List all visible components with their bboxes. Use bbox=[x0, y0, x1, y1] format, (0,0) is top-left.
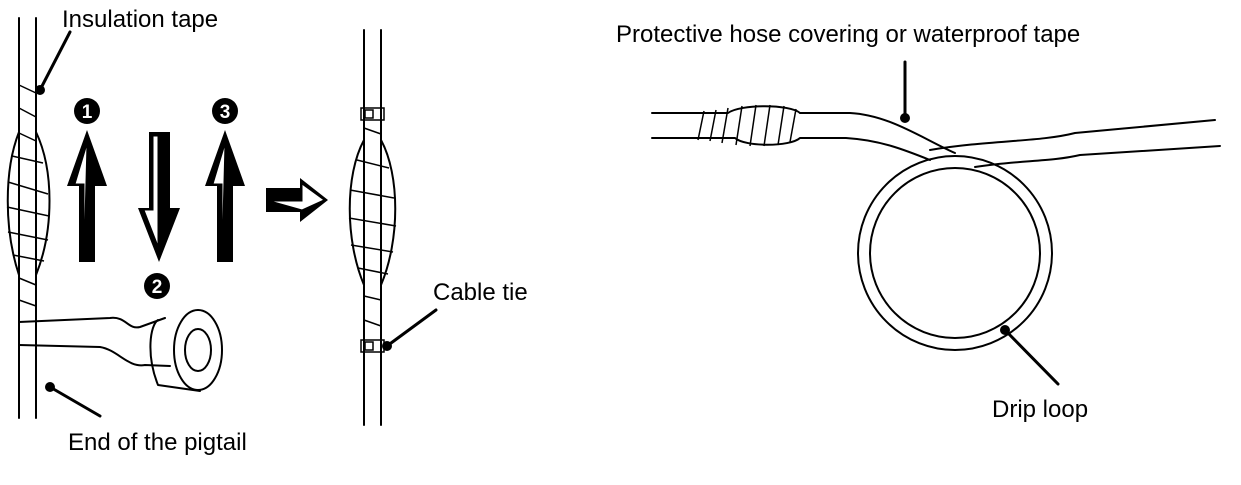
insulation-tape-label: Insulation tape bbox=[62, 6, 218, 33]
cable-tie-top bbox=[360, 107, 385, 121]
tape-roll-icon bbox=[149, 309, 223, 392]
tape-wraps bbox=[348, 127, 397, 327]
step-3: 3 bbox=[205, 98, 245, 262]
up-arrow-icon bbox=[205, 130, 245, 262]
protective-hose-label: Protective hose covering or waterproof t… bbox=[616, 21, 1080, 48]
step-2: 2 bbox=[138, 132, 180, 299]
step-2-number: 2 bbox=[152, 277, 163, 298]
step-3-badge bbox=[212, 98, 238, 124]
tape-wraps bbox=[6, 84, 50, 307]
right-arrow-icon bbox=[266, 178, 328, 222]
step-2-badge bbox=[144, 273, 170, 299]
down-arrow-icon bbox=[138, 132, 180, 262]
step-3-number: 3 bbox=[220, 102, 231, 123]
hose-wraps bbox=[697, 104, 797, 147]
finished-cable-illustration bbox=[348, 29, 438, 426]
up-arrow-icon bbox=[67, 130, 107, 262]
step-1-badge bbox=[74, 98, 100, 124]
taping-illustration bbox=[6, 17, 223, 419]
cable-tie-label: Cable tie bbox=[433, 279, 528, 306]
drip-loop-illustration bbox=[651, 60, 1221, 386]
drip-loop-label: Drip loop bbox=[992, 396, 1088, 423]
step-1: 1 bbox=[67, 98, 107, 262]
end-of-pigtail-label: End of the pigtail bbox=[68, 429, 247, 456]
step-1-number: 1 bbox=[82, 102, 93, 123]
